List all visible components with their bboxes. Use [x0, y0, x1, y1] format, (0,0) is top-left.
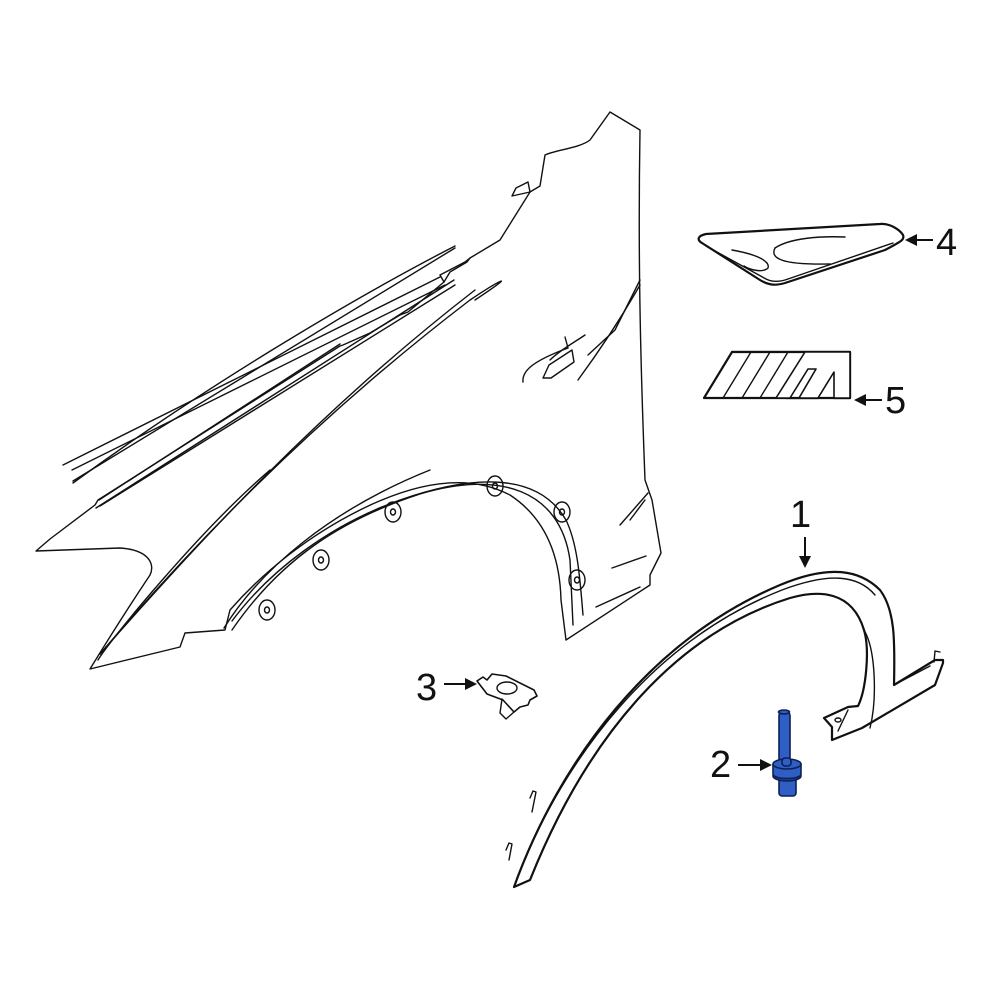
side-marker-trim[interactable] [697, 222, 905, 286]
flare-retainer-clip[interactable] [772, 709, 802, 797]
callout-4[interactable]: 4 [905, 222, 957, 264]
arrow-right-icon [465, 678, 477, 690]
callout-number: 3 [416, 667, 437, 709]
wheel-arch-flare-molding[interactable] [505, 570, 945, 889]
mounting-hole-icon [258, 599, 276, 621]
callout-5[interactable]: 5 [854, 380, 906, 422]
callout-number: 1 [790, 494, 811, 536]
callout-2[interactable]: 2 [710, 744, 772, 786]
arrow-right-icon [760, 759, 772, 771]
mounting-bracket-clip[interactable] [476, 673, 538, 720]
mounting-hole-icon [553, 501, 571, 523]
arrow-left-icon [854, 394, 866, 406]
arrow-left-icon [905, 234, 917, 246]
callout-number: 5 [885, 380, 906, 422]
mounting-hole-icon [312, 549, 330, 571]
callout-1[interactable]: 1 [790, 494, 811, 568]
fender-mounting-holes [258, 475, 586, 621]
mounting-hole-icon [486, 475, 504, 497]
callout-number: 4 [936, 222, 957, 264]
arrow-down-icon [799, 556, 811, 568]
mounting-hole-icon [384, 501, 402, 523]
callout-number: 2 [710, 744, 731, 786]
fender-panel [35, 111, 662, 670]
mounting-hole-icon [568, 569, 586, 591]
m-emblem-badge[interactable] [702, 350, 852, 400]
callout-3[interactable]: 3 [416, 667, 477, 709]
